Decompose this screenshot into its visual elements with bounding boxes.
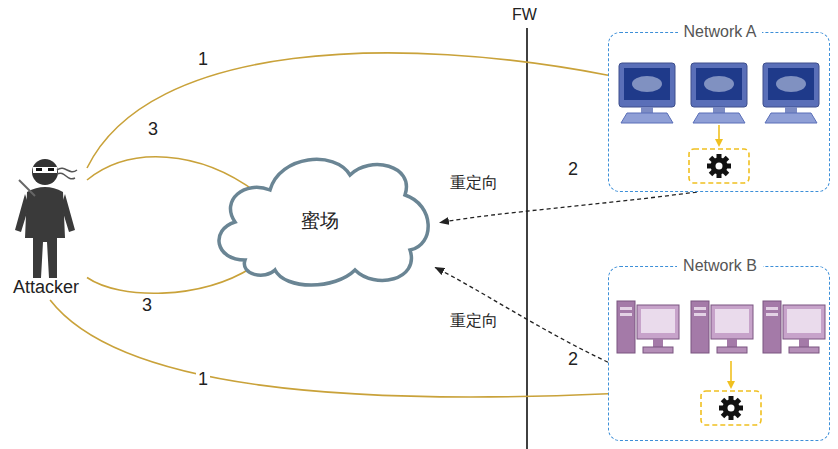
node-label: 蜜场 [301, 208, 339, 234]
gear-icon [707, 154, 731, 178]
callout-number: 3 [140, 296, 154, 316]
redirect-label: 重定向 [448, 174, 500, 192]
attacker-node: Attacker [5, 150, 87, 300]
callout-number: 1 [196, 50, 210, 70]
pc-monitor [619, 63, 675, 123]
honeyfarm-cloud: 蜜场 [205, 140, 440, 290]
attack-path [87, 268, 252, 294]
pc-monitor [763, 63, 819, 123]
attack-path [87, 157, 257, 193]
firewall-line [526, 28, 528, 449]
network-box: Network A [608, 32, 830, 192]
redirect-label: 重定向 [448, 312, 500, 330]
agent-link [719, 125, 721, 141]
network-heading: Network B [677, 257, 763, 275]
network-box: Network B [608, 266, 830, 441]
callout-number: 2 [566, 160, 580, 180]
redirect-arrow [440, 192, 697, 223]
network-box-art [607, 31, 829, 191]
network-box-art [607, 265, 829, 440]
cloud-outline [219, 159, 428, 285]
pc-tower [763, 301, 825, 353]
redirect-arrow [435, 268, 608, 363]
callout-number: 1 [196, 370, 210, 390]
attacker-figure [15, 159, 77, 278]
pc-tower [617, 301, 679, 353]
gear-icon [719, 396, 743, 420]
agent-box [689, 149, 749, 183]
callout-number: 2 [566, 350, 580, 370]
pc-monitor [691, 63, 747, 123]
agent-link [731, 361, 733, 383]
firewall-label: FW [510, 6, 539, 24]
attack-path [87, 53, 608, 168]
network-heading: Network A [678, 23, 763, 41]
pc-tower [691, 301, 753, 353]
node-label: Attacker [13, 277, 79, 298]
callout-number: 3 [146, 120, 160, 140]
attack-path [50, 300, 608, 397]
agent-box [701, 391, 761, 425]
